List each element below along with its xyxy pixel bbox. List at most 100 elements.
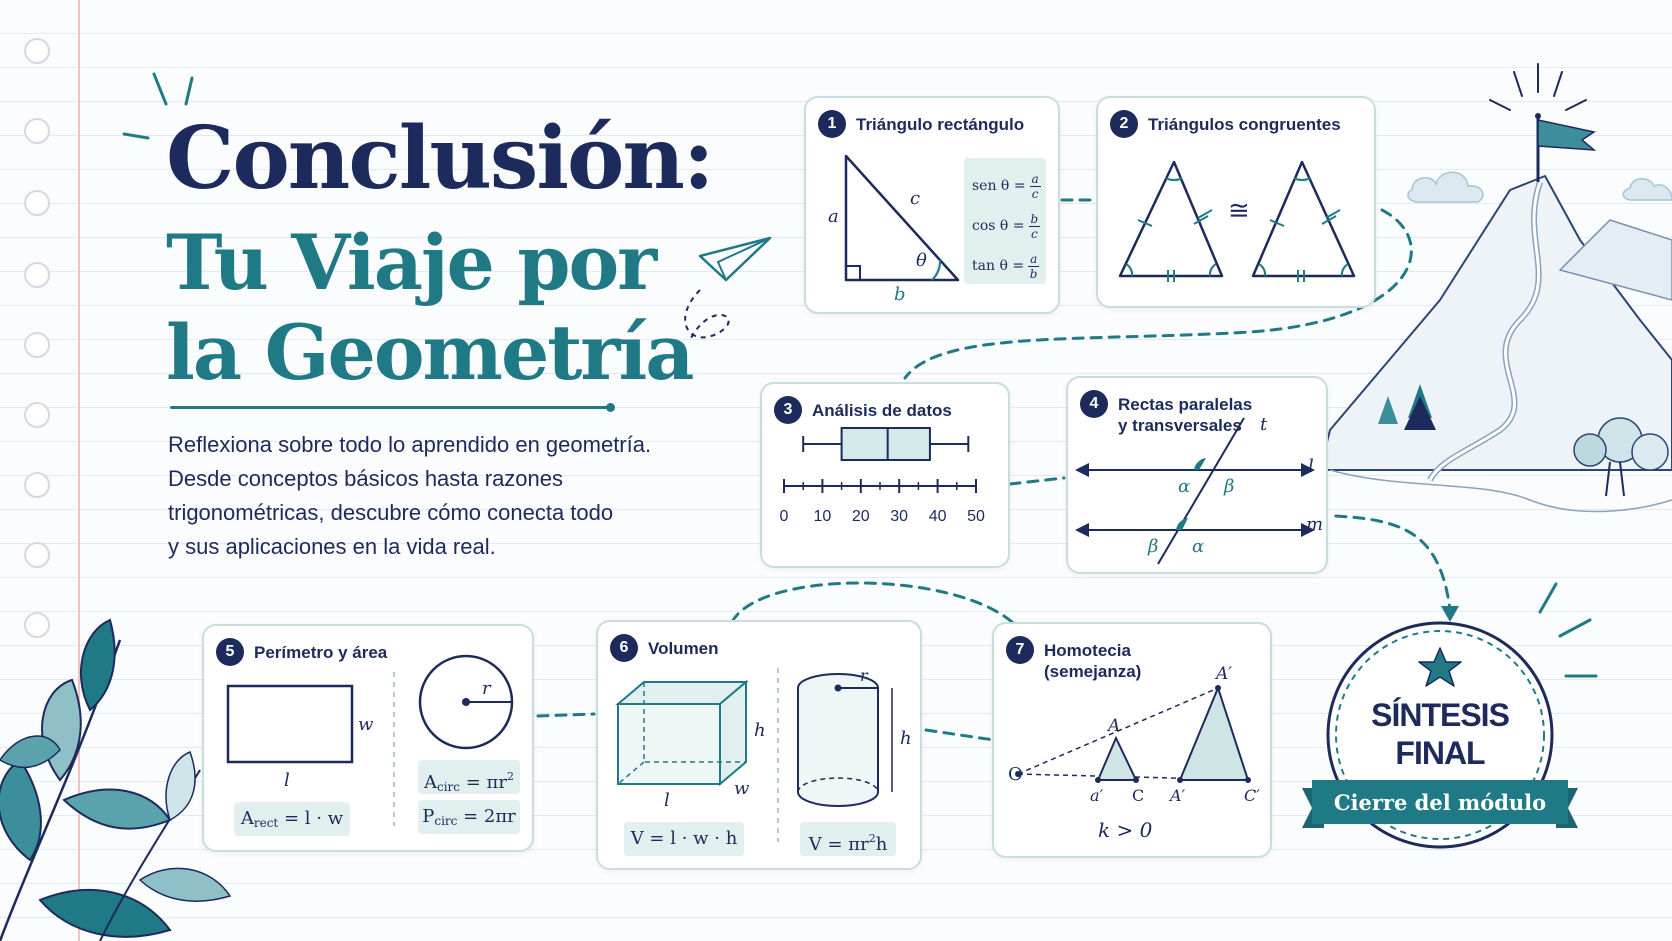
label-b: b <box>894 284 906 305</box>
axis-tick-label: 40 <box>928 508 947 525</box>
denominator: b <box>1029 266 1038 281</box>
card-title-text: Homotecia (semejanza) <box>1044 636 1141 682</box>
card-title: 5 Perímetro y área <box>216 638 387 666</box>
intro-line: Desde conceptos básicos hasta razones <box>168 466 564 491</box>
page-title-line-1: Conclusión: <box>166 108 715 209</box>
formula-superscript: 2 <box>868 832 876 845</box>
axis-tick-label: 10 <box>813 508 832 525</box>
axis-tick-label: 50 <box>967 508 985 525</box>
final-seal <box>1302 621 1578 849</box>
card-volume: 6 Volumen h l w r h V = l · w · h V = πr… <box>596 620 922 870</box>
label-t: t <box>1260 414 1268 435</box>
card-title: 2 Triángulos congruentes <box>1110 110 1341 138</box>
binder-hole <box>24 190 50 216</box>
page-title-line-2: Tu Viaje por <box>166 218 657 307</box>
axis-tick-label: 30 <box>890 508 909 525</box>
label-beta: β <box>1224 476 1235 497</box>
leaves-icon <box>0 618 232 941</box>
circle-area-formula: Acirc = πr2 <box>418 760 520 794</box>
card-title: 7 Homotecia (semejanza) <box>1006 636 1141 682</box>
card-number-badge: 3 <box>774 396 802 424</box>
label-w: w <box>734 778 750 799</box>
card-number-badge: 6 <box>610 634 638 662</box>
card-title-text: Perímetro y área <box>254 643 388 662</box>
label-alpha: α <box>1192 536 1205 557</box>
label-A2-prime: A′ <box>1170 786 1186 805</box>
intro-line: trigonométricas, descubre cómo conecta t… <box>168 500 614 525</box>
intro-line: y sus aplicaciones en la vida real. <box>168 534 496 559</box>
seal-line: FINAL <box>1395 735 1485 771</box>
seal-title: SÍNTESIS FINAL <box>1320 696 1560 772</box>
intro-paragraph: Reflexiona sobre todo lo aprendido en ge… <box>168 428 688 564</box>
trig-fn: tan θ = <box>972 258 1025 274</box>
trig-fn: cos θ = <box>972 218 1025 234</box>
rect-area-formula: Arect = l · w <box>234 802 350 836</box>
circle-perimeter-formula: Pcirc = 2πr <box>418 800 520 834</box>
boxplot-box <box>840 427 931 461</box>
right-triangle-figure <box>844 154 960 282</box>
ratio-label: k > 0 <box>1098 818 1153 842</box>
binder-hole <box>24 38 50 64</box>
trig-fn: sen θ = <box>972 178 1026 194</box>
label-w: w <box>358 714 374 735</box>
binder-hole <box>24 402 50 428</box>
volume-figure <box>615 668 893 842</box>
card-homothety: 7 Homotecia (semejanza) O A A′ a′ C A′ C… <box>992 622 1272 858</box>
formula-symbol: P <box>422 806 435 827</box>
denominator: c <box>1030 226 1038 241</box>
perimeter-area-figure <box>226 654 514 826</box>
binder-hole <box>24 118 50 144</box>
axis-tick-label: 0 <box>779 508 789 525</box>
formula-symbol: A <box>424 772 437 793</box>
card-title-text: Análisis de datos <box>812 401 952 420</box>
formula-symbol: A <box>240 808 254 829</box>
binder-hole <box>24 472 50 498</box>
seal-banner-text: Cierre del módulo <box>1333 790 1547 815</box>
label-m: m <box>1306 514 1324 535</box>
formula-expression: = l · w <box>278 808 344 829</box>
binder-hole <box>24 262 50 288</box>
label-alpha: α <box>1178 476 1191 497</box>
card-title: 3 Análisis de datos <box>774 396 952 424</box>
formula-tail: h <box>875 834 888 855</box>
card-title: 6 Volumen <box>610 634 719 662</box>
title-line: y transversales <box>1118 416 1242 435</box>
label-l: l <box>284 770 290 791</box>
card-parallel-lines: 4 Rectas paralelas y transversales t l m… <box>1066 376 1328 574</box>
card-number-badge: 4 <box>1080 390 1108 418</box>
formula-subscript: rect <box>253 816 279 830</box>
label-C: C <box>1132 786 1145 805</box>
congruence-symbol: ≅ <box>1228 196 1250 226</box>
label-h: h <box>900 728 912 749</box>
label-l: l <box>1308 456 1314 477</box>
label-A-prime: A′ <box>1216 664 1233 684</box>
numerator: a <box>1028 251 1040 267</box>
formula-expression: = 2πr <box>457 806 516 827</box>
card-number-badge: 1 <box>818 110 846 138</box>
title-line: Homotecia <box>1044 641 1131 660</box>
denominator: c <box>1031 186 1039 201</box>
label-A: A <box>1108 716 1121 736</box>
notebook-margin-line <box>78 0 80 941</box>
cloud-icon <box>1407 171 1672 203</box>
label-r: r <box>860 666 868 685</box>
card-number-badge: 5 <box>216 638 244 666</box>
formula-subscript: circ <box>434 814 458 828</box>
homothety-figure <box>1015 685 1251 783</box>
card-title-text: Volumen <box>648 639 719 658</box>
congruent-triangles-figure <box>1118 160 1356 282</box>
card-title: 1 Triángulo rectángulo <box>818 110 1024 138</box>
label-a-prime: a′ <box>1090 786 1104 805</box>
label-r: r <box>482 678 491 699</box>
formula-expression: = πr <box>460 772 507 793</box>
parallel-lines-figure <box>1075 417 1315 565</box>
label-C-prime: C′ <box>1244 786 1260 805</box>
title-line: (semejanza) <box>1044 662 1142 681</box>
